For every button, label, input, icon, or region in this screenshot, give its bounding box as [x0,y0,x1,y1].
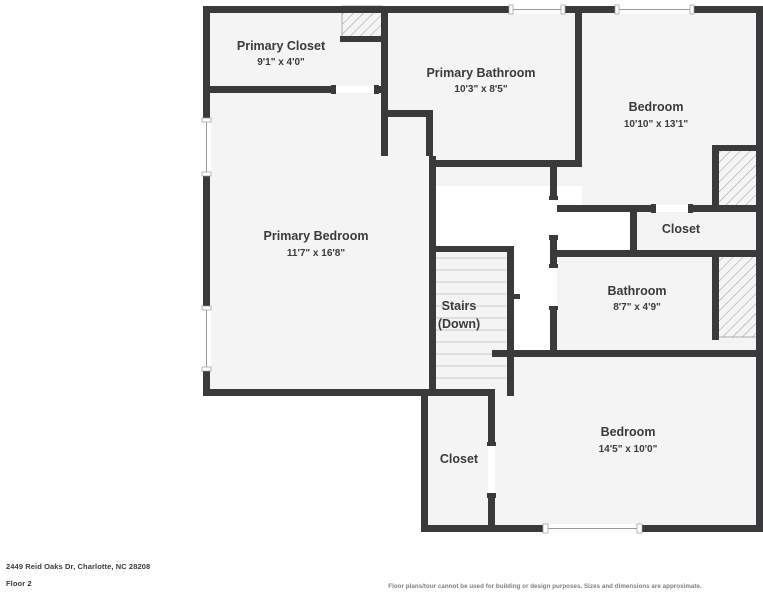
wall-stairs-right-a [507,246,514,344]
wall-left-c [203,370,210,396]
wall-bath-right [575,6,582,166]
windows [201,4,695,534]
label-bathroom-dim: 8'7" x 4'9" [613,302,661,313]
label-closet-upper-name: Closet [662,222,701,236]
wall-closet-bath-divider [381,38,388,116]
wall-nook-upper-top [712,145,763,151]
wall-bedroom-upper-bottom [550,205,634,212]
wall-primary-closet-bottom-a [206,86,334,93]
fill-closet-lower [424,392,492,532]
label-bedroom-upper-dim: 10'10" x 13'1" [624,119,689,130]
wall-closet-lower-right-b [488,496,495,532]
label-bathroom-name: Bathroom [607,284,666,298]
wall-closet-lower-right-a [488,392,495,444]
wall-top-mid [388,6,516,13]
footer-floor-label: Floor 2 [6,579,32,588]
door-primary-closet [331,85,379,94]
wall-stairs-right-b [507,344,514,396]
wall-left-b [203,175,210,308]
door-hall-upper [549,196,558,240]
label-closet-lower-name: Closet [440,452,479,466]
footer-address: 2449 Reid Oaks Dr, Charlotte, NC 28208 [6,562,151,571]
wall-bath-step-vert2 [426,110,433,156]
wall-closet-upper-bottom [550,250,763,257]
wall-nook-lower-left [712,252,719,340]
wall-hall-vert-c [550,308,557,356]
label-primary-bathroom-dim: 10'3" x 8'5" [454,84,507,95]
label-primary-bathroom-name: Primary Bathroom [426,66,535,80]
label-bedroom-upper-name: Bedroom [629,100,684,114]
footer: 2449 Reid Oaks Dr, Charlotte, NC 28208 F… [6,561,336,589]
wall-bathroom-bottom [492,350,763,357]
wall-closet-upper-left [630,205,637,257]
wall-closet-upper-top-right [690,205,763,212]
label-primary-closet-name: Primary Closet [237,39,326,53]
label-primary-bedroom-dim: 11'7" x 16'8" [287,248,345,259]
room-labels: Primary Closet 9'1" x 4'0" Primary Bathr… [237,39,701,466]
wall-top-mid2 [562,6,618,13]
door-openings [331,85,693,498]
wall-bath-step-horiz [381,110,433,117]
stair-treads [432,257,508,379]
wall-bottom-right [640,525,763,532]
label-primary-bedroom-name: Primary Bedroom [264,229,369,243]
fill-closet-upper [634,212,763,256]
wall-left-a [203,6,210,120]
wall-stairs-top [429,246,513,252]
window-top-right [614,4,695,15]
wall-closet-bath-tub-bottom [340,36,388,42]
door-hall-lower [549,264,558,310]
label-stairs-line1: Stairs [442,299,477,313]
label-bedroom-lower-dim: 14'5" x 10'0" [599,444,658,455]
wall-hall-vert-a [550,166,557,198]
window-top-left [508,4,566,15]
wall-closet-lower-left [421,392,428,532]
door-closet-upper [651,204,693,213]
wall-closet-lower-bottom [421,525,495,532]
wall-nook-upper-left [712,145,719,207]
wall-closet-upper-top-left [630,205,654,212]
wall-stairs-small-tick [512,294,520,299]
wall-top-left [206,6,388,13]
footer-disclaimer: Floor plans/tour cannot be used for buil… [388,583,702,590]
wall-top-right [692,6,763,13]
wall-closet-bath-divider-top [381,6,388,42]
window-left-lower [201,305,212,372]
label-bedroom-lower-name: Bedroom [601,425,656,439]
fill-primary-bathroom [382,6,582,186]
walls [203,6,763,532]
label-primary-closet-dim: 9'1" x 4'0" [257,57,305,68]
window-left-upper [201,117,212,177]
wall-closet-lower-top [421,389,495,396]
door-closet-lower [487,442,496,498]
wall-primary-bedroom-right [429,156,436,396]
wall-bottom-primary-bedroom [203,389,431,396]
window-bottom [542,523,643,534]
wall-bath-bottom [429,160,582,167]
fill-bedroom-lower [492,356,763,532]
wall-right-full [756,6,763,532]
wall-bath-step-vert [381,110,388,156]
label-stairs-line2: (Down) [438,317,480,331]
